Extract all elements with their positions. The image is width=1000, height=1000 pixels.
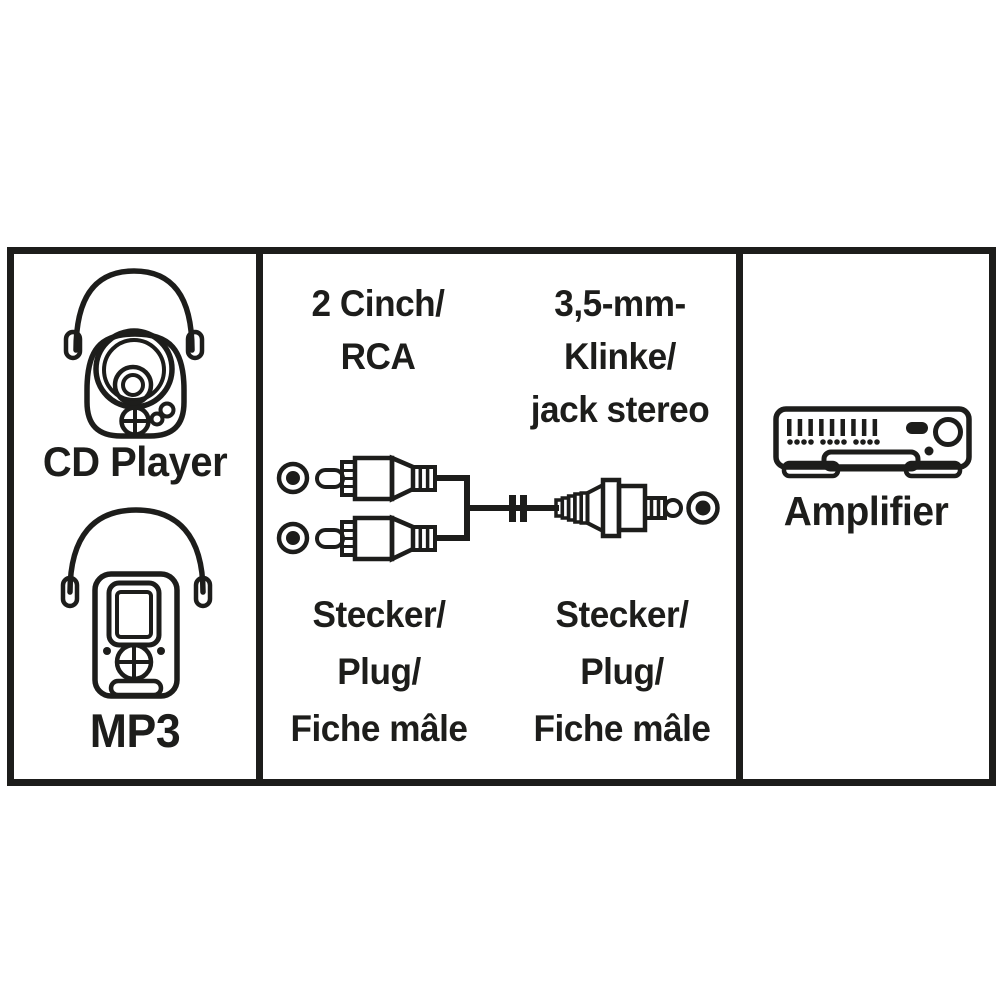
panel-divider xyxy=(736,254,743,779)
rca-plug-icon xyxy=(315,514,437,563)
cd-player-body-icon xyxy=(84,328,187,439)
right-connector-type-label: 3,5-mm- Klinke/ jack stereo xyxy=(516,277,725,436)
volume-knob-icon xyxy=(933,417,963,447)
amplifier-label: Amplifier xyxy=(783,488,949,534)
label-line: Stecker/ xyxy=(312,594,446,635)
panel-divider xyxy=(256,254,263,779)
power-button-icon xyxy=(906,422,928,434)
label-line: Fiche mâle xyxy=(533,708,711,749)
indicator-dots-icon xyxy=(787,439,880,445)
mp3-label: MP3 xyxy=(89,704,181,757)
mp3-player-with-headphones-icon xyxy=(60,507,213,699)
rca-socket-icon xyxy=(276,461,310,495)
dpad-icon xyxy=(119,405,151,437)
mp3-player-body-icon xyxy=(92,571,180,699)
dpad-icon xyxy=(114,642,154,682)
headphones-icon xyxy=(60,507,213,609)
diagram-frame xyxy=(7,247,996,786)
left-connector-gender-label: Stecker/ Plug/ Fiche mâle xyxy=(275,586,484,757)
amplifier-icon xyxy=(773,406,972,479)
indicator-dot-icon xyxy=(924,446,934,456)
right-connector-gender-label: Stecker/ Plug/ Fiche mâle xyxy=(518,586,727,757)
label-line: jack stereo xyxy=(530,389,710,430)
jack-socket-icon xyxy=(686,491,720,525)
label-line: 3,5-mm- xyxy=(554,283,686,324)
label-line: Stecker/ xyxy=(555,594,689,635)
headphones-icon xyxy=(63,268,205,361)
left-connector-type-label: 2 Cinch/ RCA xyxy=(274,277,483,383)
label-line: 2 Cinch/ xyxy=(311,283,445,324)
label-line: Plug/ xyxy=(337,651,421,692)
cable-line xyxy=(435,475,559,541)
label-line: Klinke/ xyxy=(564,336,676,377)
label-line: Plug/ xyxy=(580,651,664,692)
ferrite-bead-icon xyxy=(509,495,527,522)
cd-player-with-headphones-icon xyxy=(63,268,205,439)
cable-illustration xyxy=(276,454,720,563)
vent-slits-icon xyxy=(787,419,878,436)
rca-plug-icon xyxy=(315,454,437,503)
cd-player-label: CD Player xyxy=(42,438,228,485)
rca-socket-icon xyxy=(276,521,310,555)
label-line: Fiche mâle xyxy=(290,708,468,749)
jack-plug-icon xyxy=(554,477,683,539)
label-line: RCA xyxy=(340,336,416,377)
